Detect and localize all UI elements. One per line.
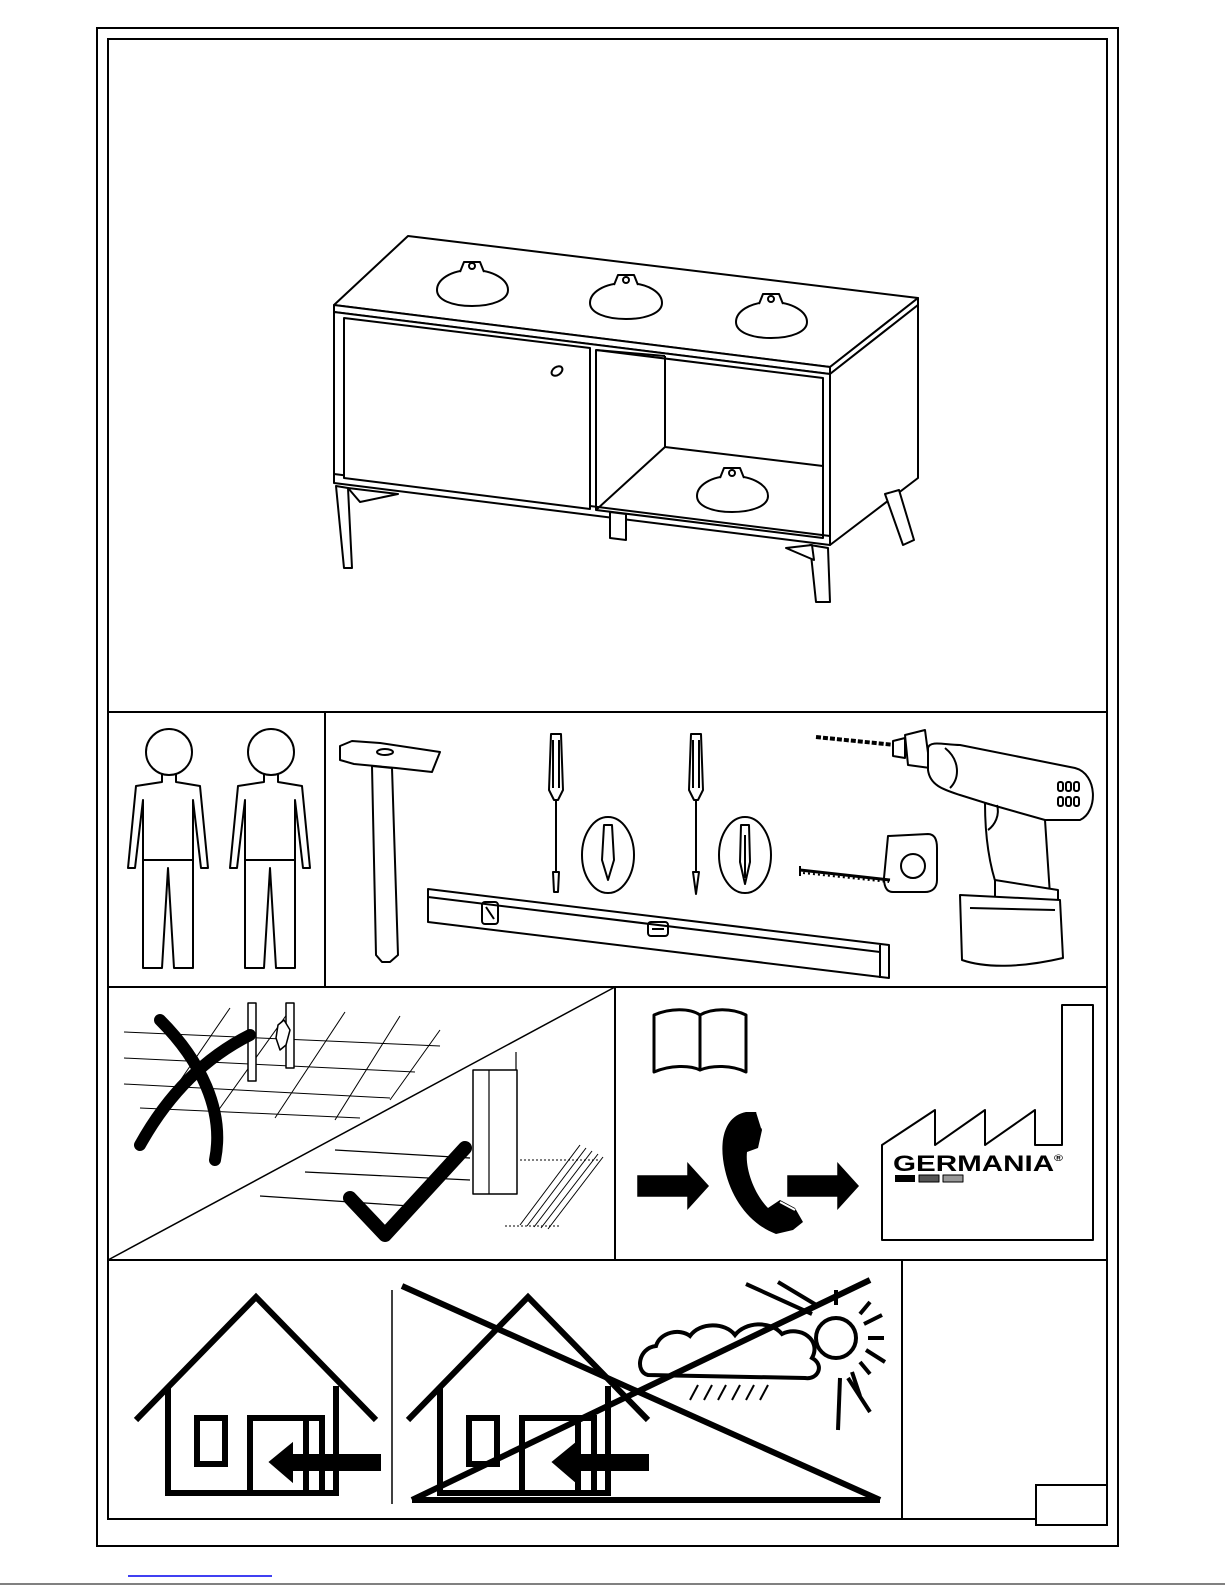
brand-logo-text: GERMANIA®: [893, 1151, 1063, 1176]
tape-measure-icon: [800, 834, 937, 892]
protect-floor-icon: [108, 987, 615, 1260]
open-manual-icon: [654, 1010, 746, 1072]
carpet-hatching: [505, 1145, 603, 1229]
no-outdoor-use-icon: [402, 1280, 885, 1500]
hammer-icon: [340, 741, 440, 962]
arrow-to-phone-icon: [638, 1164, 708, 1208]
two-people-icon: [128, 729, 310, 968]
person-2: [230, 729, 310, 968]
sideboard-illustration: [334, 236, 918, 602]
page-number-box: [1036, 1485, 1107, 1525]
spirit-level-icon: [428, 889, 889, 978]
phillips-screwdriver-icon: [689, 734, 771, 894]
indoor-use-icon: [136, 1297, 380, 1493]
arrow-to-factory-icon: [788, 1164, 858, 1208]
cordless-drill-icon: [816, 730, 1093, 966]
factory-icon: GERMANIA®: [882, 1005, 1093, 1240]
flat-screwdriver-icon: [549, 734, 634, 893]
phone-icon: [722, 1112, 803, 1234]
person-1: [128, 729, 208, 968]
